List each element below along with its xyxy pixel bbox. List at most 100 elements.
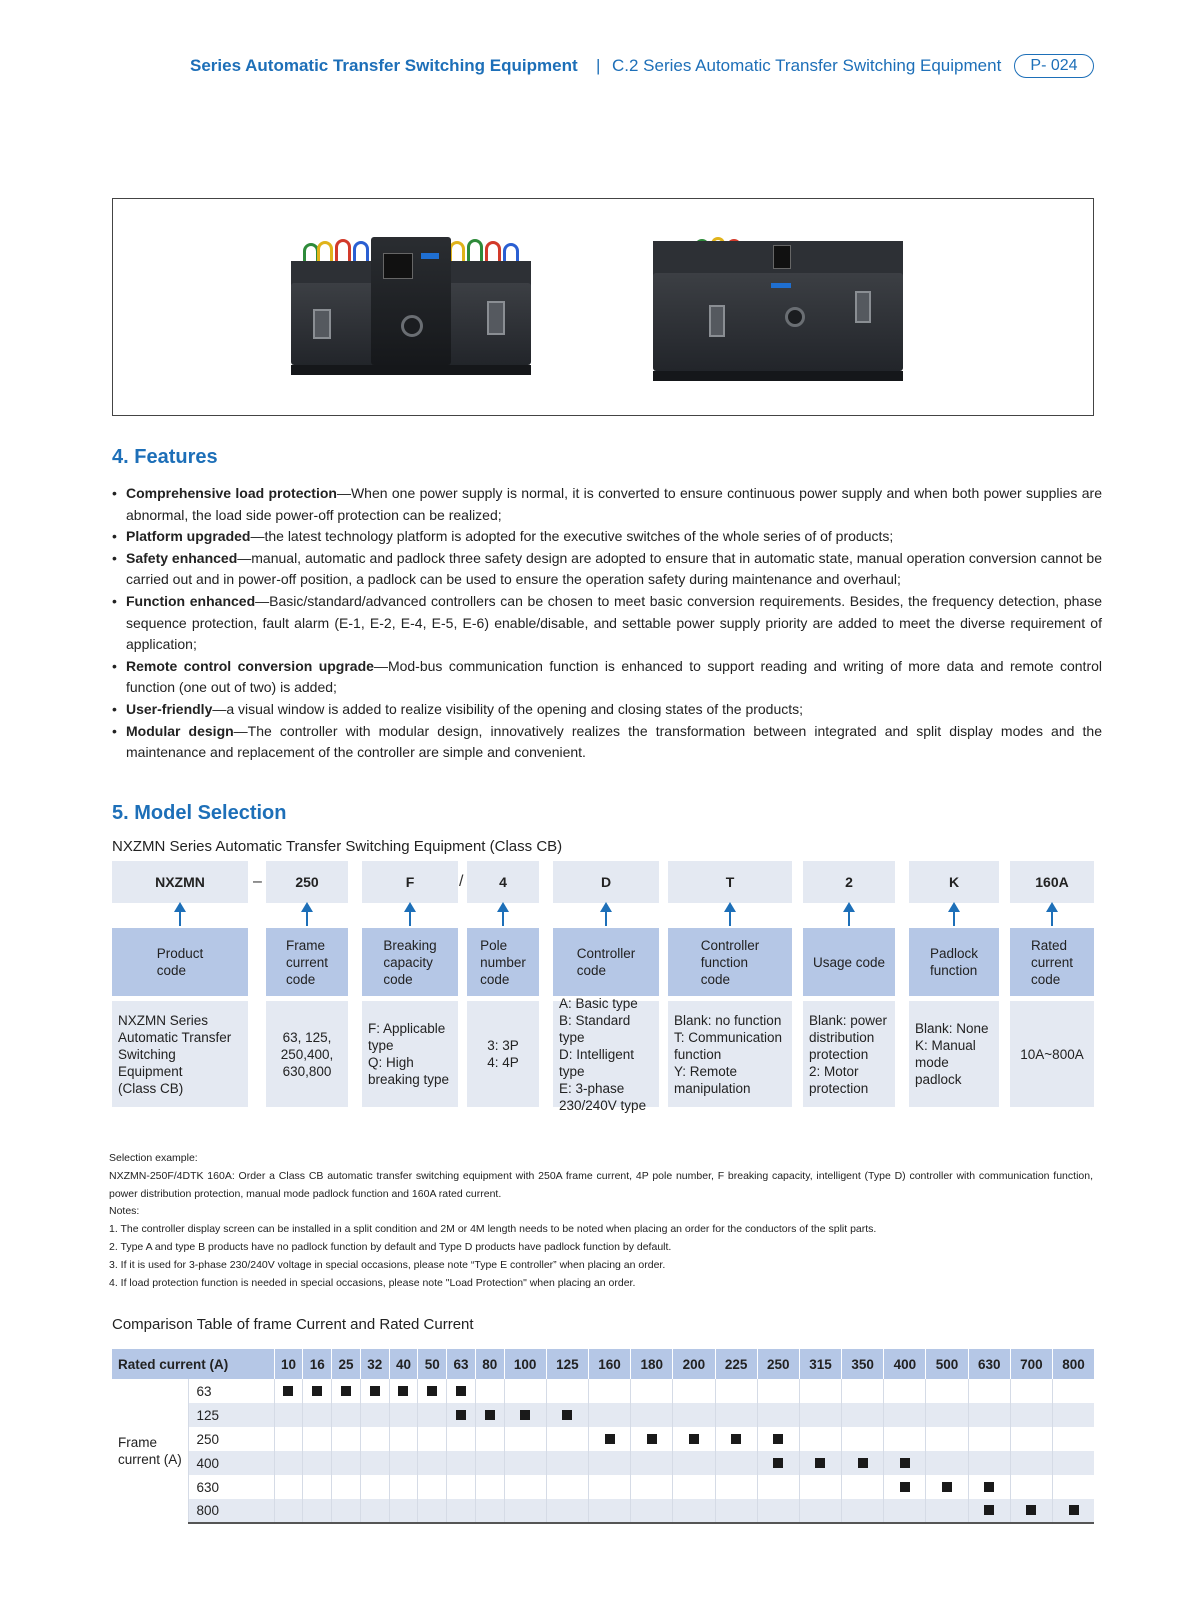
product-photo-frame (112, 198, 1094, 416)
label-line: Rated (1030, 937, 1068, 953)
table-cell (756, 1451, 800, 1475)
table-cell (446, 1475, 476, 1499)
table-cell (883, 1451, 926, 1475)
table-cell (630, 1499, 673, 1524)
table-cell (474, 1403, 505, 1427)
table-cell (388, 1403, 418, 1427)
rated-current-value: 315 (798, 1349, 842, 1379)
model-code-label: Usage code (803, 928, 895, 996)
bullet-icon: • (112, 657, 117, 674)
table-cell (302, 1499, 332, 1524)
model-code-box: 250 (266, 861, 348, 903)
filled-square-icon (1068, 1505, 1079, 1515)
filled-square-icon (773, 1457, 784, 1468)
description-line: Automatic Transfer (118, 1029, 232, 1045)
feature-item: •Safety enhanced—manual, automatic and p… (112, 548, 1102, 591)
description-line: function (674, 1046, 722, 1062)
note-line: 1. The controller display screen can be … (109, 1223, 877, 1236)
table-cell (474, 1379, 505, 1403)
label-line: current (1030, 954, 1074, 970)
filled-square-icon (942, 1481, 953, 1492)
description-line: 10A~800A (1020, 1046, 1084, 1062)
rated-current-value: 80 (474, 1349, 505, 1379)
table-cell (388, 1499, 418, 1524)
table-cell (273, 1403, 303, 1427)
table-row: 250 (112, 1427, 1094, 1451)
bullet-icon: • (112, 592, 117, 609)
page-number-badge: P- 024 (1014, 54, 1094, 78)
label-line: code (285, 971, 316, 987)
rated-current-value: 800 (1052, 1349, 1094, 1379)
model-code-description: 10A~800A (1010, 1001, 1094, 1107)
note-line: 2. Type A and type B products have no pa… (109, 1240, 672, 1253)
table-cell (672, 1379, 716, 1403)
table-cell (474, 1451, 505, 1475)
feature-text: —a visual window is added to realize vis… (212, 700, 804, 717)
table-cell (503, 1451, 547, 1475)
table-cell (545, 1379, 589, 1403)
filled-square-icon (398, 1385, 409, 1396)
note-line: Notes: (109, 1205, 140, 1218)
description-line: NXZMN Series (118, 1012, 209, 1028)
table-row: 125 (112, 1403, 1094, 1427)
label-line: Pole (480, 937, 508, 953)
table-cell (587, 1403, 631, 1427)
table-cell (388, 1475, 418, 1499)
feature-text: —The controller with modular design, inn… (126, 722, 1102, 761)
feature-item: •Modular design—The controller with modu… (112, 721, 1102, 764)
table-cell (714, 1475, 758, 1499)
label-line: capacity (383, 954, 433, 970)
description-line: protection (809, 1080, 869, 1096)
model-code-description-text: 10A~800A (1020, 1046, 1083, 1063)
table-cell (273, 1499, 303, 1524)
rated-current-value: 630 (967, 1349, 1011, 1379)
table-cell (587, 1499, 631, 1524)
model-code-description-text: 63, 125,250,400,630,800 (281, 1029, 334, 1080)
table-cell (798, 1403, 842, 1427)
label-line: function (700, 954, 749, 970)
description-line: D: Intelligent type (559, 1046, 635, 1079)
table-cell (331, 1499, 361, 1524)
table-cell (302, 1379, 332, 1403)
feature-item: •Remote control conversion upgrade—Mod-b… (112, 656, 1102, 699)
selection-notes: Selection example:NXZMN-250F/4DTK 160A: … (109, 1150, 1093, 1292)
filled-square-icon (369, 1385, 380, 1396)
table-cell (1052, 1427, 1094, 1451)
filled-square-icon (815, 1457, 826, 1468)
table-cell (967, 1379, 1011, 1403)
filled-square-icon (984, 1481, 995, 1492)
table-cell (417, 1451, 447, 1475)
table-cell (273, 1451, 303, 1475)
table-cell (331, 1427, 361, 1451)
table-cell (388, 1427, 418, 1451)
table-cell (359, 1403, 390, 1427)
page-header: Series Automatic Transfer Switching Equi… (0, 54, 1191, 82)
table-cell (331, 1451, 361, 1475)
label-line: code (383, 971, 413, 987)
frame-current-value: 63 (187, 1379, 275, 1403)
label-line: code (156, 963, 187, 978)
model-code-box: 4 (467, 861, 539, 903)
model-selection-heading: 5. Model Selection (112, 802, 287, 824)
description-line: B: Standard type (559, 1012, 631, 1045)
up-arrow-icon (724, 902, 736, 926)
up-arrow-icon (174, 902, 186, 926)
model-code-label-text: Usage code (813, 954, 885, 971)
model-code-box: T (668, 861, 792, 903)
table-cell (587, 1451, 631, 1475)
table-cell (925, 1499, 969, 1524)
model-code-box: K (909, 861, 999, 903)
table-cell (841, 1427, 884, 1451)
table-cell (302, 1427, 332, 1451)
